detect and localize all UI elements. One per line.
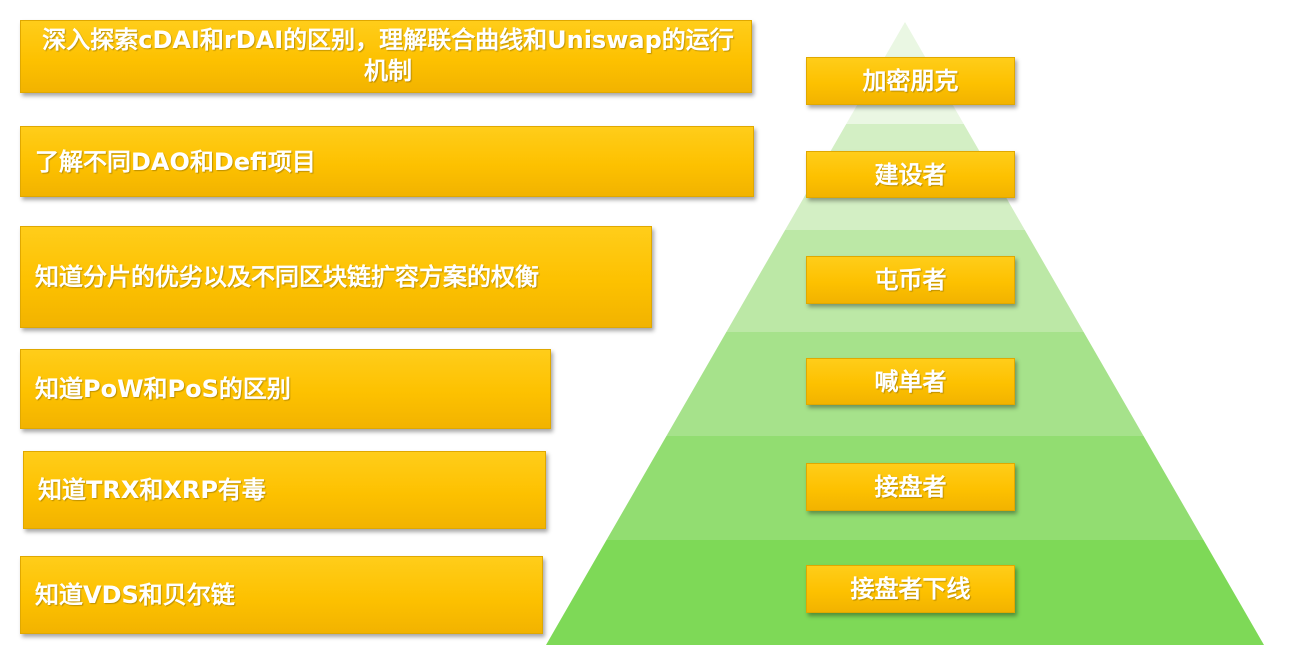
level-label-1: 加密朋克: [806, 57, 1015, 105]
description-text-5: 知道TRX和XRP有毒: [38, 476, 266, 504]
level-text-3: 屯币者: [874, 266, 947, 294]
description-text-3: 知道分片的优劣以及不同区块链扩容方案的权衡: [35, 263, 539, 291]
description-text-1: 深入探索cDAI和rDAI的区别，理解联合曲线和Uniswap的运行机制: [42, 26, 734, 85]
level-text-4: 喊单者: [874, 367, 947, 396]
description-box-2: 了解不同DAO和Defi项目: [20, 126, 754, 197]
level-text-6: 接盘者下线: [850, 575, 971, 603]
description-box-1: 深入探索cDAI和rDAI的区别，理解联合曲线和Uniswap的运行机制: [20, 20, 752, 93]
description-text-2: 了解不同DAO和Defi项目: [35, 147, 316, 176]
description-box-5: 知道TRX和XRP有毒: [23, 451, 546, 529]
level-text-2: 建设者: [874, 160, 947, 189]
description-box-4: 知道PoW和PoS的区别: [20, 349, 551, 429]
level-text-1: 加密朋克: [862, 67, 959, 95]
description-box-3: 知道分片的优劣以及不同区块链扩容方案的权衡: [20, 226, 652, 328]
level-text-5: 接盘者: [874, 473, 947, 501]
level-label-4: 喊单者: [806, 358, 1015, 405]
level-label-5: 接盘者: [806, 463, 1015, 511]
level-label-2: 建设者: [806, 151, 1015, 198]
level-label-3: 屯币者: [806, 256, 1015, 304]
level-label-6: 接盘者下线: [806, 565, 1015, 613]
description-text-4: 知道PoW和PoS的区别: [35, 375, 291, 403]
description-box-6: 知道VDS和贝尔链: [20, 556, 543, 634]
description-text-6: 知道VDS和贝尔链: [35, 581, 235, 609]
